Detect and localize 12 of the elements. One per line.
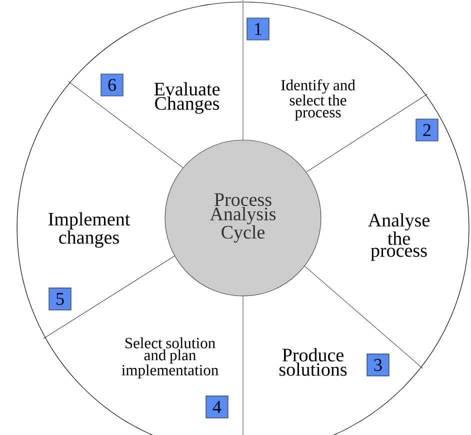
step-number: 6 xyxy=(100,74,124,96)
step-label: Analyse the process xyxy=(368,213,430,261)
step-number: 4 xyxy=(206,396,228,418)
step-label: Evaluate Changes xyxy=(154,82,220,114)
step-number: 5 xyxy=(48,288,72,310)
step-number: 3 xyxy=(366,354,390,376)
step-label: Implement changes xyxy=(48,212,130,248)
step-number: 2 xyxy=(416,118,438,142)
step-number: 1 xyxy=(246,18,270,40)
step-label: Select solution and plan implementation xyxy=(122,337,218,379)
step-label: Identify and select the process xyxy=(281,79,356,121)
step-label: Produce solutions xyxy=(279,348,347,376)
